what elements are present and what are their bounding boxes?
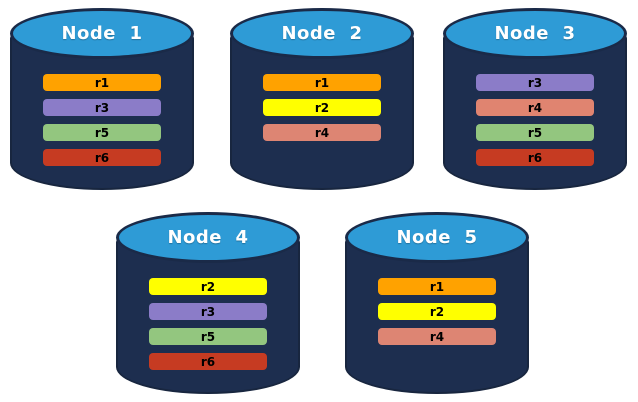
replica-bar-r3: r3 xyxy=(476,74,594,91)
node-2-title: Node 2 xyxy=(281,23,363,44)
node-1-cylinder-top: Node 1 xyxy=(10,8,194,59)
node-5-replica-list: r1 r2 r4 xyxy=(345,278,529,345)
replica-bar-r1: r1 xyxy=(263,74,381,91)
node-4-cylinder: Node 4 r2 r3 r5 r6 xyxy=(116,212,300,394)
replica-bar-r5: r5 xyxy=(476,124,594,141)
replica-bar-r6: r6 xyxy=(476,149,594,166)
replica-bar-r4: r4 xyxy=(263,124,381,141)
node-3-title: Node 3 xyxy=(494,23,576,44)
node-1-title: Node 1 xyxy=(61,23,143,44)
node-4-title: Node 4 xyxy=(167,227,249,248)
node-4-replica-list: r2 r3 r5 r6 xyxy=(116,278,300,370)
replica-bar-r5: r5 xyxy=(43,124,161,141)
replica-bar-r4: r4 xyxy=(378,328,496,345)
replica-bar-r2: r2 xyxy=(149,278,267,295)
replica-bar-r1: r1 xyxy=(43,74,161,91)
replica-bar-r3: r3 xyxy=(43,99,161,116)
node-2-cylinder: Node 2 r1 r2 r4 xyxy=(230,8,414,190)
replica-bar-r3: r3 xyxy=(149,303,267,320)
replica-bar-r2: r2 xyxy=(378,303,496,320)
node-5-title: Node 5 xyxy=(396,227,478,248)
node-3-cylinder-top: Node 3 xyxy=(443,8,627,59)
node-2-cylinder-top: Node 2 xyxy=(230,8,414,59)
node-1-replica-list: r1 r3 r5 r6 xyxy=(10,74,194,166)
node-3-replica-list: r3 r4 r5 r6 xyxy=(443,74,627,166)
node-1-cylinder: Node 1 r1 r3 r5 r6 xyxy=(10,8,194,190)
node-2-replica-list: r1 r2 r4 xyxy=(230,74,414,141)
replica-bar-r6: r6 xyxy=(43,149,161,166)
node-3-cylinder: Node 3 r3 r4 r5 r6 xyxy=(443,8,627,190)
node-5-cylinder: Node 5 r1 r2 r4 xyxy=(345,212,529,394)
node-5-cylinder-top: Node 5 xyxy=(345,212,529,263)
node-4-cylinder-top: Node 4 xyxy=(116,212,300,263)
replica-bar-r6: r6 xyxy=(149,353,267,370)
replica-bar-r4: r4 xyxy=(476,99,594,116)
replica-bar-r2: r2 xyxy=(263,99,381,116)
replica-bar-r1: r1 xyxy=(378,278,496,295)
replica-bar-r5: r5 xyxy=(149,328,267,345)
